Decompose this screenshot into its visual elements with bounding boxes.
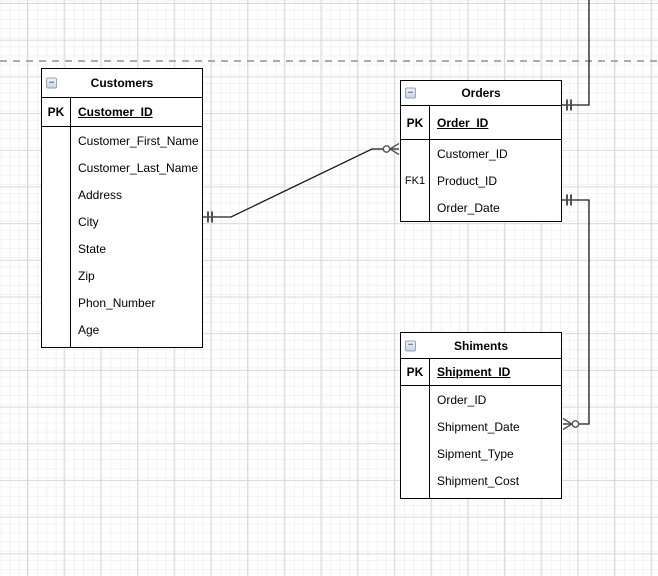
- row-field-name: Age: [78, 322, 100, 337]
- connector-orders-to-shiments[interactable]: [562, 199, 590, 425]
- entity-header[interactable]: − Customers: [42, 69, 202, 98]
- entity-row[interactable]: Sipment_Type: [401, 440, 561, 467]
- row-key-label: [42, 289, 70, 316]
- row-key-label: [401, 140, 429, 167]
- zero-circle-icon: [571, 420, 580, 428]
- row-field-name: Phon_Number: [78, 295, 156, 310]
- zero-circle-icon: [382, 145, 391, 153]
- crow-foot-icon: [562, 423, 573, 431]
- row-field-name: Order_ID: [437, 392, 487, 407]
- entity-body: PK Order_ID Customer_ID FK1 Product_ID Order_…: [401, 106, 561, 221]
- row-field-name: Customer_ID: [78, 105, 153, 119]
- row-field-name: Shipment_Cost: [437, 473, 520, 488]
- row-key-label: PK: [47, 105, 65, 119]
- connector-markers-orders-to-shiments: [562, 194, 580, 431]
- row-field-name: Customer_ID: [437, 146, 508, 161]
- row-field-name: Product_ID: [437, 173, 498, 188]
- row-field-name: City: [78, 214, 99, 229]
- entity-row[interactable]: Zip: [42, 262, 202, 289]
- entity-row[interactable]: Customer_First_Name: [42, 127, 202, 154]
- entity-header[interactable]: − Orders: [401, 81, 561, 106]
- entity-row[interactable]: PK Shipment_ID: [401, 359, 561, 386]
- row-field-name: Shipment_Date: [437, 419, 520, 434]
- entity-title: Shiments: [453, 338, 508, 353]
- row-field-name: Shipment_ID: [437, 365, 511, 379]
- row-key-label: [401, 413, 429, 440]
- collapse-icon[interactable]: −: [405, 87, 416, 99]
- row-field-name: Sipment_Type: [437, 446, 514, 461]
- crow-foot-icon: [389, 142, 400, 150]
- entity-row[interactable]: Customer_Last_Name: [42, 154, 202, 181]
- row-key-label: [42, 127, 70, 154]
- row-field-name: Zip: [78, 268, 95, 283]
- row-field-name: Order_ID: [437, 115, 489, 130]
- row-key-label: [401, 467, 429, 494]
- row-field-name: Order_Date: [437, 200, 500, 215]
- connector-customers-to-orders[interactable]: [203, 148, 399, 218]
- entity-row[interactable]: Order_Date: [401, 194, 561, 221]
- row-key-label: [42, 181, 70, 208]
- entity-row[interactable]: Age: [42, 316, 202, 343]
- entity-row[interactable]: PK Customer_ID: [42, 98, 202, 127]
- connector-markers-orders-to-offcanvas-top: [566, 99, 572, 111]
- entity-title: Customers: [90, 76, 154, 90]
- row-key-label: PK: [406, 365, 424, 379]
- key-column-divider: [70, 98, 71, 347]
- key-column-divider: [429, 106, 430, 221]
- row-key-label: [401, 440, 429, 467]
- entity-row[interactable]: Phon_Number: [42, 289, 202, 316]
- entity-row[interactable]: City: [42, 208, 202, 235]
- entity-row[interactable]: Shipment_Date: [401, 413, 561, 440]
- row-field-name: Customer_Last_Name: [78, 160, 199, 175]
- connector-orders-to-offcanvas-top[interactable]: [562, 0, 590, 106]
- row-key-label: PK: [406, 115, 424, 130]
- entity-header[interactable]: − Shiments: [401, 333, 561, 359]
- entity-row[interactable]: State: [42, 235, 202, 262]
- entity-row[interactable]: Shipment_Cost: [401, 467, 561, 494]
- row-key-label: [42, 154, 70, 181]
- row-field-name: Address: [78, 187, 123, 202]
- entity-row[interactable]: PK Order_ID: [401, 106, 561, 140]
- row-key-label: FK1: [404, 174, 426, 187]
- row-key-label: [401, 194, 429, 221]
- connector-markers-customers-to-orders: [207, 142, 400, 223]
- entity-row[interactable]: Customer_ID: [401, 140, 561, 167]
- row-key-label: [42, 235, 70, 262]
- entity-row[interactable]: FK1 Product_ID: [401, 167, 561, 194]
- entity-row[interactable]: Order_ID: [401, 386, 561, 413]
- row-key-label: [42, 208, 70, 235]
- entity-title: Orders: [461, 86, 501, 100]
- row-field-name: State: [78, 241, 107, 256]
- crow-foot-icon: [389, 148, 400, 156]
- row-field-name: Customer_First_Name: [78, 133, 199, 148]
- key-column-divider: [429, 359, 430, 498]
- collapse-icon[interactable]: −: [405, 340, 416, 351]
- crow-foot-icon: [562, 417, 573, 425]
- row-key-label: [42, 316, 70, 343]
- row-key-label: [401, 386, 429, 413]
- row-key-label: [42, 262, 70, 289]
- entity-row[interactable]: Address: [42, 181, 202, 208]
- collapse-icon[interactable]: −: [46, 77, 57, 89]
